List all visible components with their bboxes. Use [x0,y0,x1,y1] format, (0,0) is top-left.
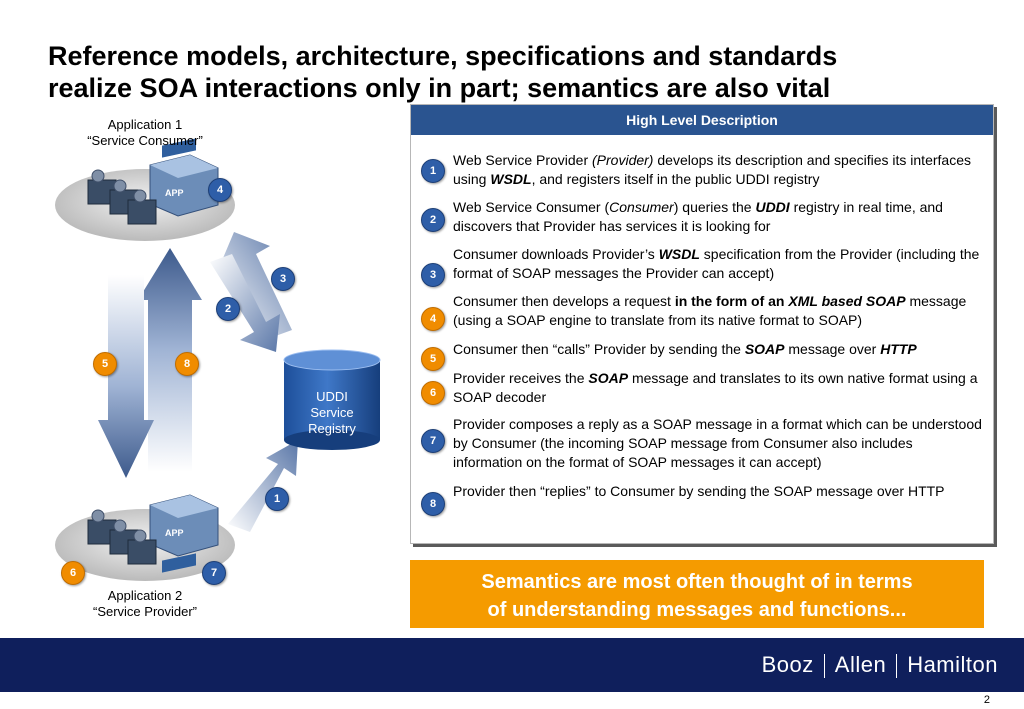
step-badge-5: 5 [421,347,445,371]
diagram-badge-2: 2 [216,297,240,321]
step-badge-6: 6 [421,381,445,405]
uddi-registry-cylinder [283,349,381,450]
step-badge-3: 3 [421,263,445,287]
app2-logo-text: APP [165,528,184,538]
diagram-badge-8: 8 [175,352,199,376]
diagram-badge-1: 1 [265,487,289,511]
title-line-1: Reference models, architecture, specific… [48,41,838,71]
diagram-badge-4: 4 [208,178,232,202]
step-badge-2: 2 [421,208,445,232]
diagram-badge-6: 6 [61,561,85,585]
step-badge-4: 4 [421,307,445,331]
step-4-text: Consumer then develops a request in the … [453,293,967,328]
app2-label: Application 2 “Service Provider” [92,588,198,619]
step-2-text: Web Service Consumer (Consumer) queries … [453,199,943,234]
description-panel: High Level Description 1 Web Service Pro… [410,104,994,544]
arrow-3 [218,232,292,338]
diagram-badge-3: 3 [271,267,295,291]
step-3-text: Consumer downloads Provider’s WSDL speci… [453,246,980,281]
app1-logo-text: APP [165,188,184,198]
panel-header: High Level Description [411,105,993,135]
step-7-text: Provider composes a reply as a SOAP mess… [453,416,982,470]
title-line-2: realize SOA interactions only in part; s… [48,73,831,103]
arrow-2 [210,254,280,352]
step-badge-7: 7 [421,429,445,453]
step-5-text: Consumer then “calls” Provider by sendin… [453,341,917,357]
step-6-text: Provider receives the SOAP message and t… [453,370,978,405]
step-1-text: Web Service Provider (Provider) develops… [453,152,971,187]
page-number: 2 [983,694,990,706]
step-8-text: Provider then “replies” to Consumer by s… [453,483,945,499]
arrow-down-8 [98,275,154,478]
app2-icon: APP [55,494,235,581]
app1-label: Application 1 “Service Consumer” [87,117,203,148]
diagram-badge-7: 7 [202,561,226,585]
arrow-up-5 [138,248,202,472]
diagram-badge-5: 5 [93,352,117,376]
soa-diagram: APP APP [55,138,381,581]
semantics-callout: Semantics are most often thought of in t… [410,560,984,628]
step-badge-8: 8 [421,492,445,516]
uddi-registry-label: UDDI Service Registry [308,389,356,436]
app1-icon: APP [55,138,235,241]
arrow-1 [228,440,298,532]
step-badge-1: 1 [421,159,445,183]
slide-title: Reference models, architecture, specific… [48,40,968,104]
